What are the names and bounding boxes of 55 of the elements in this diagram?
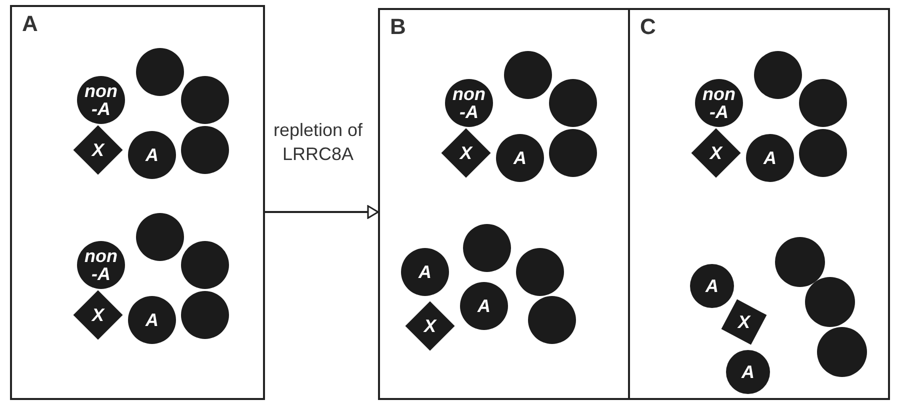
subunit-circle xyxy=(799,79,847,127)
panel-frame xyxy=(10,5,265,400)
subunit-label: A xyxy=(146,311,158,329)
subunit-circle xyxy=(181,126,229,174)
panel-frame xyxy=(378,8,630,400)
subunit-circle xyxy=(799,129,847,177)
subunit-label: A xyxy=(742,363,754,381)
subunit-circle xyxy=(496,134,544,182)
subunit-label: X xyxy=(738,313,750,331)
subunit-label: A xyxy=(418,263,432,281)
subunit-label: A xyxy=(478,297,490,315)
subunit-circle xyxy=(817,327,867,377)
panel-letter: C xyxy=(640,14,656,40)
subunit-circle xyxy=(128,131,176,179)
subunit-circle xyxy=(549,129,597,177)
subunit-circle xyxy=(77,76,125,124)
subunit-circle xyxy=(805,277,855,327)
subunit-circle xyxy=(445,79,493,127)
subunit-circle xyxy=(754,51,802,99)
subunit-label: non -A xyxy=(84,247,118,283)
subunit-circle xyxy=(695,79,743,127)
subunit-label: X xyxy=(92,306,104,324)
subunit-label: X xyxy=(460,144,472,162)
subunit-label: A xyxy=(764,149,776,167)
subunit-circle xyxy=(690,264,734,308)
panel-letter: B xyxy=(390,14,406,40)
arrow xyxy=(265,205,379,219)
subunit-circle xyxy=(726,350,770,394)
subunit-label: X xyxy=(92,141,104,159)
subunit-label: non -A xyxy=(84,82,118,118)
subunit-circle xyxy=(460,282,508,330)
subunit-circle xyxy=(516,248,564,296)
subunit-label: X xyxy=(424,317,436,335)
subunit-label: non -A xyxy=(452,85,486,121)
subunit-circle xyxy=(775,237,825,287)
subunit-circle xyxy=(128,296,176,344)
subunit-circle xyxy=(77,241,125,289)
subunit-circle xyxy=(463,224,511,272)
subunit-label: A xyxy=(146,146,158,164)
panel-frame xyxy=(628,8,890,400)
subunit-circle xyxy=(504,51,552,99)
subunit-circle xyxy=(181,76,229,124)
subunit-label: non -A xyxy=(702,85,736,121)
subunit-label: X xyxy=(710,144,722,162)
panel-letter: A xyxy=(22,11,38,37)
subunit-circle xyxy=(181,291,229,339)
subunit-circle xyxy=(181,241,229,289)
subunit-circle xyxy=(528,296,576,344)
subunit-circle xyxy=(549,79,597,127)
subunit-label: A xyxy=(706,277,718,295)
subunit-circle xyxy=(401,248,449,296)
subunit-circle xyxy=(136,48,184,96)
subunit-label: A xyxy=(514,149,526,167)
subunit-circle xyxy=(746,134,794,182)
subunit-circle xyxy=(136,213,184,261)
